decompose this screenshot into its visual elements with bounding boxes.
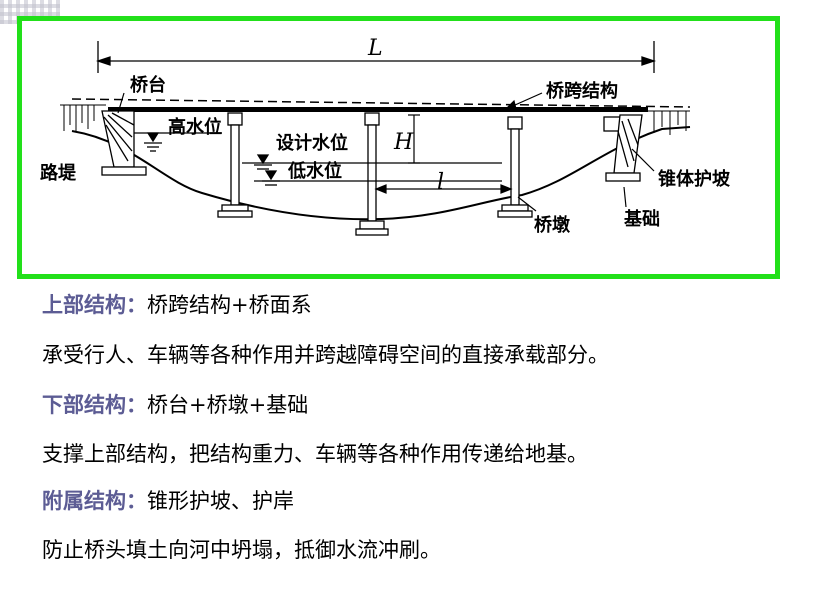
label-high-water: 高水位: [168, 116, 222, 138]
label-foundation: 基础: [623, 208, 660, 230]
deck-dashed-line: [71, 98, 691, 108]
section-auxiliary-description: 防止桥头填土向河中坍塌，抵御水流冲刷。: [42, 538, 441, 562]
span-dimension-L: [95, 41, 657, 73]
label-span-clear: l: [437, 170, 444, 195]
label-height: H: [393, 130, 414, 155]
section-items: 桥跨结构+桥面系: [147, 293, 312, 317]
height-dimension-H: [408, 114, 420, 164]
section-term: 上部结构：: [42, 292, 147, 317]
embankment-left: [60, 104, 106, 131]
label-low-water: 低水位: [287, 160, 342, 182]
abutment-right: [603, 114, 643, 182]
section-items: 桥台+桥墩+基础: [147, 393, 309, 417]
label-design-water: 设计水位: [276, 132, 348, 154]
pier-3: [497, 116, 533, 218]
label-embankment: 路堤: [40, 162, 77, 184]
section-substructure-description: 支撑上部结构，把结构重力、车辆等各种作用传递给地基。: [42, 442, 588, 466]
section-term: 下部结构：: [42, 392, 147, 417]
bridge-diagram: L: [40, 36, 731, 236]
pier-2: [355, 112, 389, 236]
abutment-left: [101, 110, 147, 176]
section-superstructure-heading: 上部结构：桥跨结构+桥面系: [42, 292, 312, 318]
label-superstructure: 桥跨结构: [546, 80, 618, 102]
riverbed-profile: [71, 126, 691, 221]
leader-lines: [117, 92, 655, 212]
clear-span-dimension: [374, 184, 513, 194]
label-pier: 桥墩: [534, 214, 571, 236]
section-term: 附属结构：: [42, 488, 147, 513]
pier-1: [217, 112, 253, 218]
label-abutment: 桥台: [130, 74, 166, 96]
section-substructure-heading: 下部结构：桥台+桥墩+基础: [42, 392, 308, 418]
section-auxiliary-heading: 附属结构：锥形护坡、护岸: [42, 488, 294, 514]
section-items: 锥形护坡、护岸: [147, 489, 294, 513]
label-cone-slope: 锥体护坡: [658, 168, 731, 190]
bridge-deck: [108, 107, 648, 112]
section-superstructure-description: 承受行人、车辆等各种作用并跨越障碍空间的直接承载部分。: [42, 343, 609, 367]
label-span-total: L: [367, 36, 383, 61]
water-level-symbols: [134, 132, 502, 186]
bridge-diagram-frame: L: [17, 16, 780, 279]
embankment-right: [642, 110, 690, 135]
